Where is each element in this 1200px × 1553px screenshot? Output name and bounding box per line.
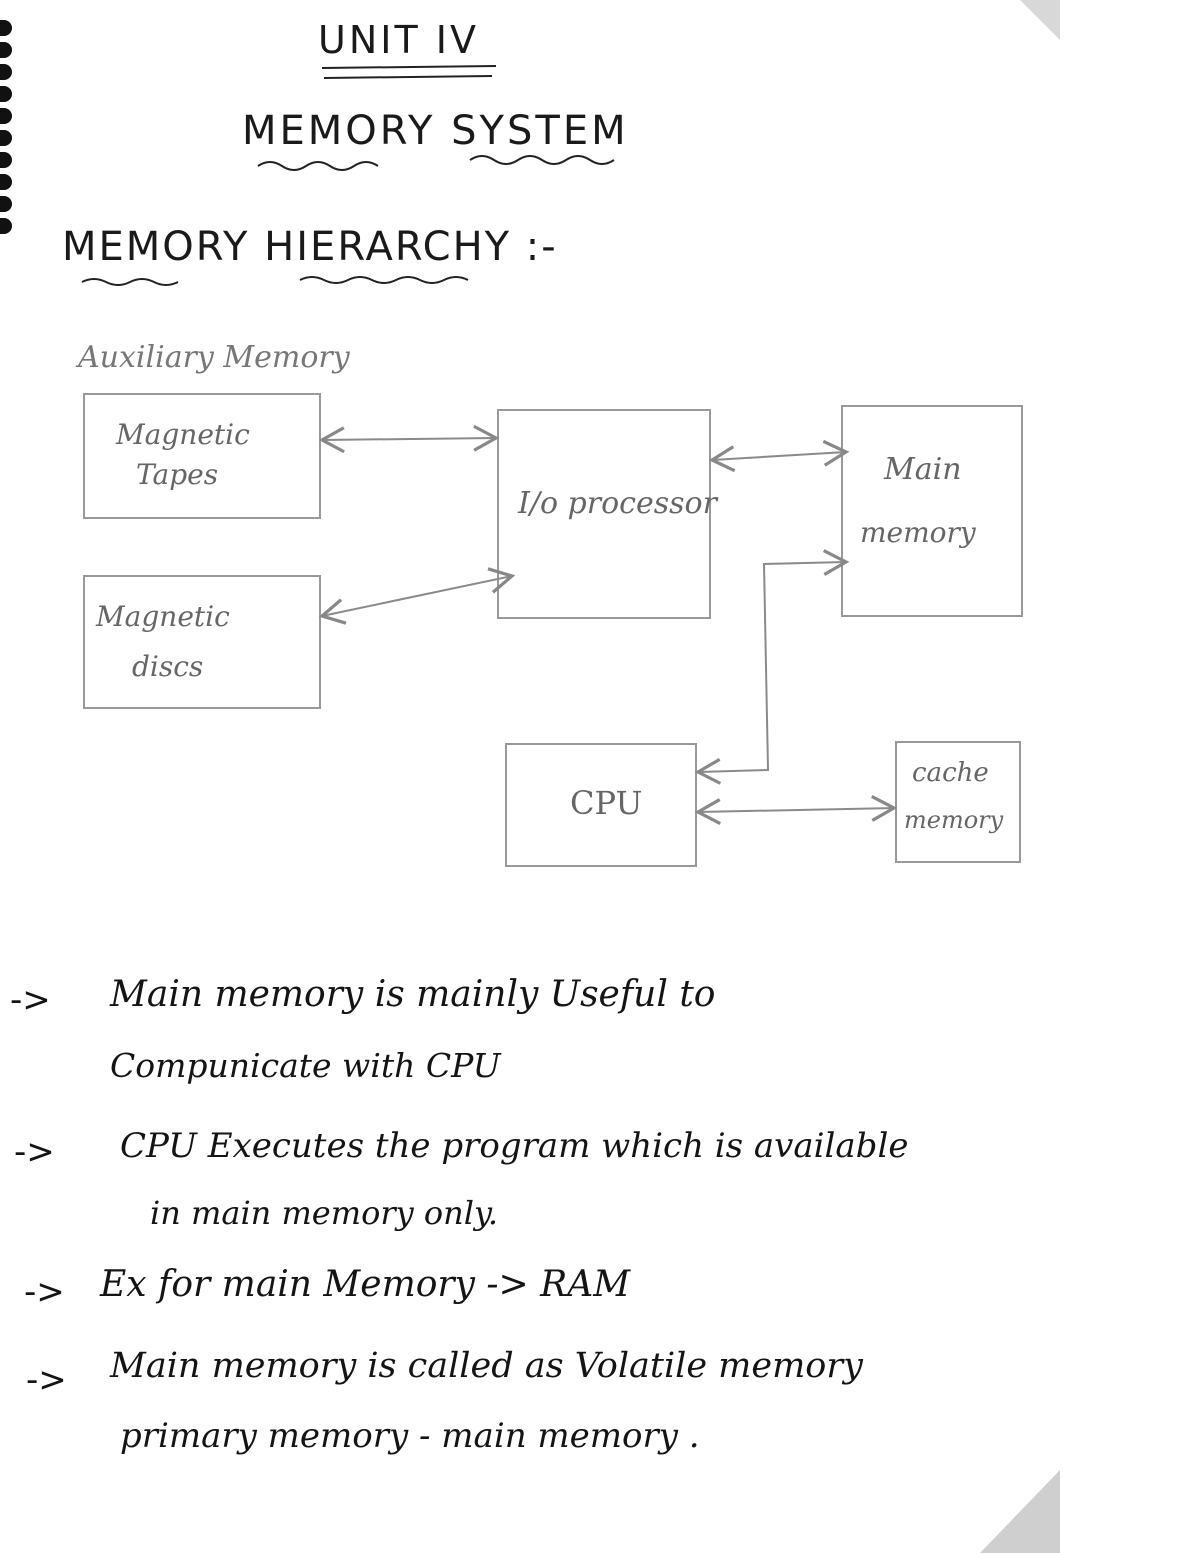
magnetic-discs-label-1: Magnetic bbox=[96, 600, 230, 633]
cpu-label: CPU bbox=[570, 784, 643, 822]
auxiliary-memory-label: Auxiliary Memory bbox=[78, 340, 350, 375]
note-4-arrow: -> bbox=[26, 1360, 67, 1400]
io-main-arrow bbox=[708, 439, 850, 473]
io-processor-box bbox=[497, 409, 711, 619]
note-2-line-2: in main memory only. bbox=[150, 1194, 498, 1232]
main-memory-label-2: memory bbox=[860, 516, 976, 549]
cpu-cache-arrow bbox=[694, 795, 898, 825]
note-1-line-2: Compunicate with CPU bbox=[110, 1046, 501, 1085]
cpu-main-arrow bbox=[694, 549, 850, 785]
magnetic-tapes-box bbox=[83, 393, 321, 519]
section-heading: MEMORY HIERARCHY :- bbox=[62, 224, 558, 270]
cache-memory-label-2: memory bbox=[904, 806, 1004, 834]
page-corner-bottom bbox=[980, 1470, 1060, 1553]
main-memory-label-1: Main bbox=[884, 452, 962, 487]
page-corner-top bbox=[1020, 0, 1060, 40]
note-4-line-2: primary memory - main memory . bbox=[120, 1416, 700, 1456]
tapes-io-arrow bbox=[318, 424, 500, 454]
note-3-arrow: -> bbox=[24, 1272, 65, 1312]
page-title: MEMORY SYSTEM bbox=[242, 108, 629, 154]
note-4-line-1: Main memory is called as Volatile memory bbox=[110, 1346, 863, 1386]
note-1-arrow: -> bbox=[10, 980, 51, 1020]
note-2-arrow: -> bbox=[14, 1132, 55, 1172]
magnetic-discs-label-2: discs bbox=[132, 650, 204, 683]
discs-io-arrow bbox=[318, 567, 516, 625]
unit-title: UNIT IV bbox=[318, 18, 479, 62]
magnetic-tapes-label-2: Tapes bbox=[136, 458, 219, 491]
note-3-line-1: Ex for main Memory -> RAM bbox=[100, 1264, 631, 1305]
note-2-line-1: CPU Executes the program which is availa… bbox=[120, 1126, 909, 1166]
cache-memory-label-1: cache bbox=[912, 758, 989, 788]
io-processor-label: I/o processor bbox=[518, 486, 717, 521]
main-memory-box bbox=[841, 405, 1023, 617]
spiral-binding bbox=[0, 20, 12, 240]
note-1-line-1: Main memory is mainly Useful to bbox=[110, 974, 716, 1015]
magnetic-discs-box bbox=[83, 575, 321, 709]
magnetic-tapes-label-1: Magnetic bbox=[116, 418, 250, 451]
